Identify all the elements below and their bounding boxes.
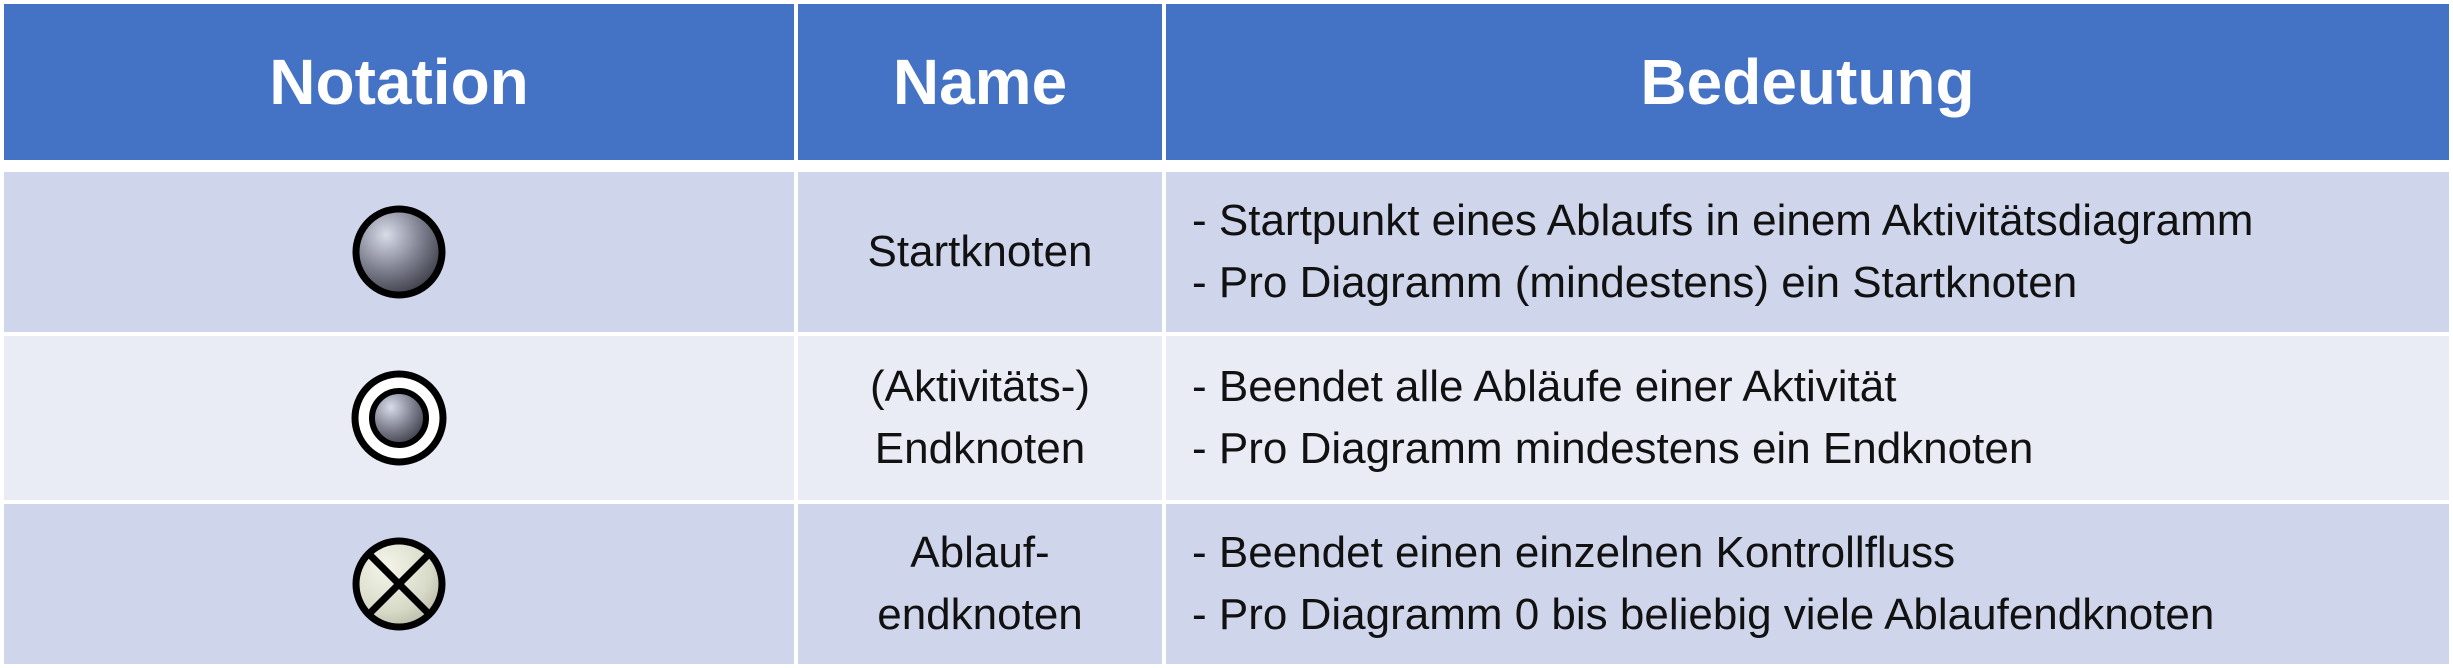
start-node-icon <box>352 205 446 299</box>
name-line: Endknoten <box>874 424 1086 473</box>
name-line: Ablauf- <box>910 528 1050 577</box>
row-end-node-meaning: - Beendet alle Abläufe einer Aktivität -… <box>1166 336 2449 500</box>
row-end-node-notation <box>4 336 794 500</box>
meaning-line: - Startpunkt eines Ablaufs in einem Akti… <box>1192 196 2254 245</box>
meaning-line: - Pro Diagramm mindestens ein Endknoten <box>1192 424 2034 473</box>
name-line: Startknoten <box>867 227 1093 276</box>
header-name-label: Name <box>892 46 1068 118</box>
name-line: endknoten <box>877 590 1083 639</box>
header-meaning-label: Bedeutung <box>1640 46 1975 118</box>
meaning-line: - Beendet alle Abläufe einer Aktivität <box>1192 362 1897 411</box>
flow-final-node-icon <box>352 537 446 631</box>
meaning-line: - Beendet einen einzelnen Kontrollfluss <box>1192 528 1956 577</box>
activity-end-node-icon <box>351 370 447 466</box>
meaning-line: - Pro Diagramm (mindestens) ein Startkno… <box>1192 258 2078 307</box>
row-flow-final-name: Ablauf- endknoten <box>798 504 1162 664</box>
row-start-node-name: Startknoten <box>798 172 1162 332</box>
meaning-line: - Pro Diagramm 0 bis beliebig viele Abla… <box>1192 590 2215 639</box>
header-name: Name <box>798 4 1162 160</box>
name-line: (Aktivitäts-) <box>870 362 1090 411</box>
row-flow-final-meaning: - Beendet einen einzelnen Kontrollfluss … <box>1166 504 2449 664</box>
header-notation-label: Notation <box>269 46 529 118</box>
header-notation: Notation <box>4 4 794 160</box>
row-start-node-notation <box>4 172 794 332</box>
row-start-node-meaning: - Startpunkt eines Ablaufs in einem Akti… <box>1166 172 2449 332</box>
header-meaning: Bedeutung <box>1166 4 2449 160</box>
row-end-node-name: (Aktivitäts-) Endknoten <box>798 336 1162 500</box>
row-flow-final-notation <box>4 504 794 664</box>
